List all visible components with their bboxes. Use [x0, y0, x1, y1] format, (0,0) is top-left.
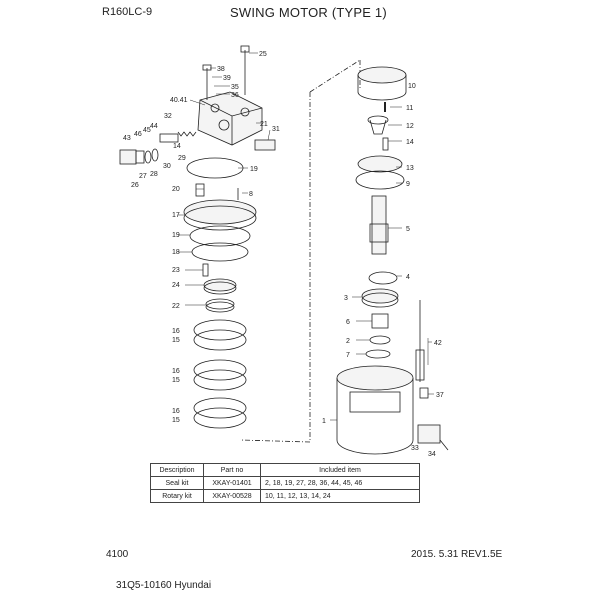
callout-7: 7 [346, 352, 350, 359]
callout-15-c: 15 [172, 417, 180, 424]
table-row: Rotary kit XKAY-00528 10, 11, 12, 13, 14… [150, 489, 420, 503]
callout-32: 32 [164, 113, 172, 120]
callout-33: 33 [411, 445, 419, 452]
callout-17: 17 [172, 212, 180, 219]
callout-5: 5 [406, 226, 410, 233]
callout-15-a: 15 [172, 337, 180, 344]
callout-26: 26 [131, 182, 139, 189]
callout-40-41: 40.41 [170, 97, 188, 104]
kit-part-no: XKAY-00528 [203, 489, 261, 503]
callout-11: 11 [406, 105, 413, 112]
callout-25: 25 [259, 51, 267, 58]
callout-22: 22 [172, 303, 180, 310]
callout-19-top: 19 [250, 166, 258, 173]
callout-20: 20 [172, 186, 180, 193]
revision-date: 2015. 5.31 REV1.5E [411, 549, 503, 560]
kit-table-header: Description Part no Included item [150, 463, 420, 477]
callout-15-b: 15 [172, 377, 180, 384]
callout-44: 44 [150, 123, 158, 130]
callout-30: 30 [163, 163, 171, 170]
callout-16-c: 16 [172, 408, 180, 415]
callout-2: 2 [346, 338, 350, 345]
callout-38: 38 [217, 66, 225, 73]
callout-12: 12 [406, 123, 414, 130]
kit-included-items: 2, 18, 19, 27, 28, 36, 44, 45, 46 [260, 476, 420, 490]
callout-23: 23 [172, 267, 180, 274]
callout-14-left: 14 [173, 143, 181, 150]
kit-table: Description Part no Included item Seal k… [150, 463, 420, 503]
model-label: R160LC-9 [102, 6, 153, 18]
callout-39: 39 [223, 75, 231, 82]
callout-46: 46 [134, 131, 142, 138]
callout-31: 31 [272, 126, 280, 133]
col-included-item: Included item [260, 463, 420, 477]
callout-45: 45 [143, 127, 151, 134]
callout-9: 9 [406, 181, 410, 188]
callout-19-mid: 19 [172, 232, 180, 239]
kit-part-no: XKAY-01401 [203, 476, 261, 490]
callout-10: 10 [408, 83, 416, 90]
kit-description: Seal kit [150, 476, 204, 490]
callout-16-a: 16 [172, 328, 180, 335]
callout-28: 28 [150, 171, 158, 178]
table-row: Seal kit XKAY-01401 2, 18, 19, 27, 28, 3… [150, 476, 420, 490]
callout-37: 37 [436, 392, 444, 399]
col-description: Description [150, 463, 204, 477]
callout-16-b: 16 [172, 368, 180, 375]
callout-8: 8 [249, 191, 253, 198]
callout-27: 27 [139, 173, 147, 180]
callout-29: 29 [178, 155, 186, 162]
callout-21: 21 [260, 121, 268, 128]
callout-35: 35 [231, 84, 239, 91]
callout-43: 43 [123, 135, 131, 142]
callout-42: 42 [434, 340, 442, 347]
callout-14-right: 14 [406, 139, 414, 146]
col-part-no: Part no [203, 463, 261, 477]
callout-4: 4 [406, 274, 410, 281]
callout-36: 36 [231, 92, 239, 99]
document-code: 31Q5-10160 Hyundai [116, 580, 212, 591]
callout-34: 34 [428, 451, 436, 458]
callout-3: 3 [344, 295, 348, 302]
callout-13: 13 [406, 165, 414, 172]
page-number: 4100 [106, 549, 129, 560]
callout-24: 24 [172, 282, 180, 289]
callout-6: 6 [346, 319, 350, 326]
kit-included-items: 10, 11, 12, 13, 14, 24 [260, 489, 420, 503]
callout-18: 18 [172, 249, 180, 256]
page-title: SWING MOTOR (TYPE 1) [230, 5, 387, 20]
kit-description: Rotary kit [150, 489, 204, 503]
callout-1: 1 [322, 418, 326, 425]
